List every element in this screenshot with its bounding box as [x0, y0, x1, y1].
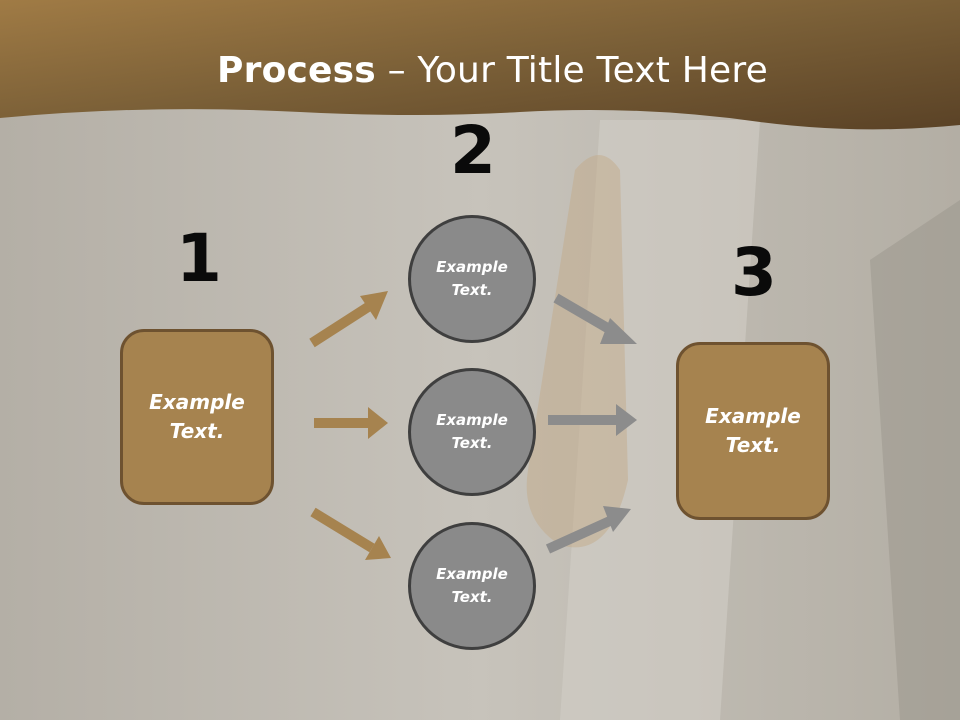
step-2-circle-bottom: Example Text.: [408, 522, 536, 650]
step-3-text: Example Text.: [705, 404, 801, 457]
step-number-2: 2: [450, 112, 496, 189]
step-1-box: Example Text.: [120, 329, 274, 505]
arrows-right-group: [545, 293, 637, 554]
door-light-shape: [560, 120, 760, 720]
title-bold: Process: [217, 50, 376, 91]
title-rest: – Your Title Text Here: [375, 50, 768, 91]
step-1-text: Example Text.: [149, 390, 245, 443]
arrow-1-to-middle: [314, 407, 388, 439]
header-band: [0, 0, 960, 130]
arrow-top-to-3: [553, 293, 637, 344]
arrow-1-to-bottom: [310, 507, 391, 560]
door-handle-plate: [526, 155, 628, 548]
arrows-left-group: [309, 291, 391, 560]
slide-title: Process – Your Title Text Here: [0, 50, 960, 91]
arrow-middle-to-3: [548, 404, 637, 436]
circle-top-text: Example Text.: [436, 258, 508, 299]
arrow-1-to-top: [309, 291, 388, 348]
arrow-bottom-to-3: [545, 506, 631, 554]
step-number-1: 1: [176, 220, 222, 297]
step-number-3: 3: [731, 234, 777, 311]
circle-bottom-text: Example Text.: [436, 565, 508, 606]
circle-middle-text: Example Text.: [436, 411, 508, 452]
step-2-circle-middle: Example Text.: [408, 368, 536, 496]
step-2-circle-top: Example Text.: [408, 215, 536, 343]
step-3-box: Example Text.: [676, 342, 830, 520]
door-edge-shape: [870, 200, 960, 720]
